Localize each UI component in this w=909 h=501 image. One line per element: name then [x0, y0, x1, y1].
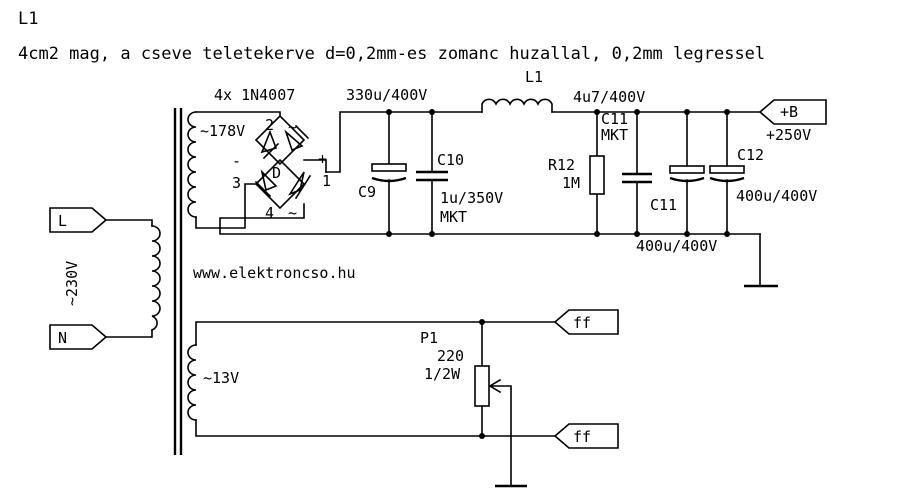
- bridge-ac-mark-bottom: ~: [288, 204, 297, 222]
- c10-capacitor: [416, 170, 448, 182]
- c11-ref-top: C11: [601, 110, 628, 128]
- r12-value: 1M: [562, 174, 580, 192]
- p1-wiper: [491, 385, 512, 487]
- header-title: L1: [18, 9, 38, 29]
- r12-ref: R12: [548, 156, 575, 174]
- p1-value: 220: [437, 347, 464, 365]
- b-plus-voltage: +250V: [766, 126, 811, 144]
- header-note: 4cm2 mag, a cseve teletekerve d=0,2mm-es…: [18, 44, 765, 64]
- secondary-winding-lv: [187, 344, 197, 421]
- mains-label-l: L: [58, 212, 67, 230]
- p1-ref: P1: [420, 329, 438, 347]
- c12-value: 400u/400V: [736, 187, 817, 205]
- bridge-label: 4x 1N4007: [214, 86, 295, 104]
- mains-label-n: N: [58, 329, 67, 347]
- c12-ref: C12: [737, 146, 764, 164]
- c11-electrolytic-capacitor: [669, 165, 705, 174]
- c11-value: 4u7/400V: [573, 88, 645, 106]
- bridge-pin-3: 3: [232, 174, 241, 192]
- ff-terminal-bottom: ff: [553, 423, 619, 449]
- b-plus-terminal: +B: [758, 99, 827, 125]
- c9-value: 330u/400V: [346, 86, 427, 104]
- bridge-minus: -: [232, 152, 241, 170]
- c10-type: MKT: [440, 208, 467, 226]
- l1-inductor: [481, 98, 553, 113]
- c10-value: 1u/350V: [440, 189, 503, 207]
- c11-bottom-value: 400u/400V: [636, 237, 717, 255]
- ff-terminal-top: ff: [553, 309, 619, 335]
- primary-winding: [150, 225, 161, 332]
- c10-ref: C10: [437, 151, 464, 169]
- secondary-winding-hv: [187, 111, 197, 218]
- bridge-rectifier: [254, 114, 312, 210]
- bridge-pin-1: 1: [322, 172, 331, 190]
- c9-ref: C9: [358, 183, 376, 201]
- p1-power: 1/2W: [424, 365, 461, 383]
- bridge-ac-mark-top: ~: [288, 118, 297, 136]
- l1-ref: L1: [525, 68, 543, 86]
- c11-ref-bottom: C11: [650, 196, 677, 214]
- c11-mkt-capacitor: [622, 172, 652, 184]
- mains-voltage: ~230V: [63, 261, 81, 306]
- r12-resistor: [589, 155, 605, 195]
- secondary-hv-voltage: ~178V: [200, 122, 245, 140]
- bridge-pin-2: 2: [265, 116, 274, 134]
- b-plus-label: +B: [780, 103, 798, 121]
- website-url: www.elektroncso.hu: [193, 264, 356, 282]
- ff-label-top: ff: [573, 314, 591, 332]
- p1-potentiometer: [474, 365, 490, 407]
- bridge-pin-4: 4: [265, 204, 274, 222]
- bridge-plus: +: [318, 150, 327, 168]
- c12-capacitor: [709, 165, 745, 174]
- mains-terminal-n: N: [49, 324, 108, 350]
- mains-terminal-l: L: [49, 207, 108, 233]
- ff-label-bottom: ff: [573, 428, 591, 446]
- c9-capacitor: [371, 163, 407, 172]
- secondary-lv-voltage: ~13V: [203, 369, 239, 387]
- c11-type: MKT: [601, 126, 628, 144]
- bridge-ref: D: [272, 164, 281, 182]
